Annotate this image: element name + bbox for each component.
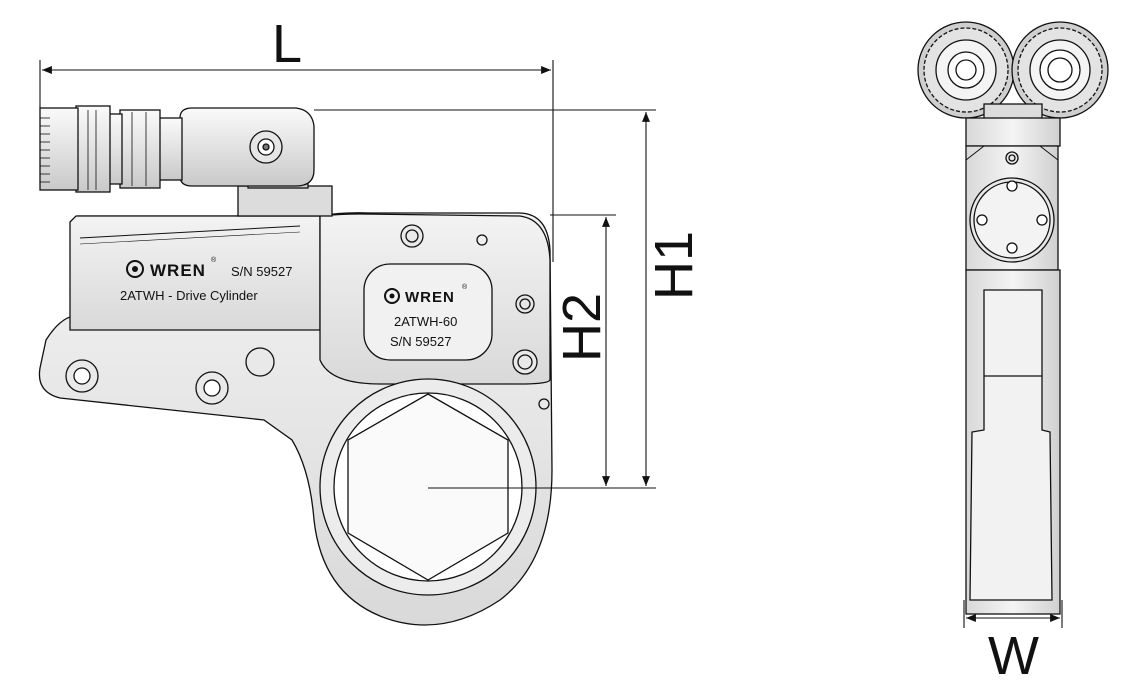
swivel-block bbox=[237, 185, 333, 217]
coupler-head-left bbox=[917, 21, 1015, 119]
wren-logo-icon bbox=[384, 288, 400, 304]
link-model: 2ATWH-60 bbox=[394, 314, 457, 329]
body-hole bbox=[476, 234, 488, 246]
coupler-knurl bbox=[40, 110, 147, 190]
cylinder-model: 2ATWH - Drive Cylinder bbox=[120, 288, 258, 303]
front-view bbox=[917, 21, 1109, 615]
swivel-base bbox=[965, 117, 1061, 147]
dim-label-h2: H2 bbox=[552, 293, 612, 362]
body-hole bbox=[512, 349, 538, 375]
dim-label-width: W bbox=[988, 626, 1039, 686]
dim-label-h1: H1 bbox=[644, 231, 704, 300]
cylinder-label: WREN ® S/N 59527 2ATWH - Drive Cylinder bbox=[120, 256, 292, 303]
link-registered: ® bbox=[462, 283, 468, 291]
hex-socket bbox=[347, 393, 509, 581]
body-hole bbox=[245, 347, 275, 377]
wren-logo-icon bbox=[126, 260, 144, 278]
body-hole bbox=[515, 294, 535, 314]
link-label-plate bbox=[363, 263, 493, 361]
dimension-lines bbox=[39, 60, 656, 489]
link-brand: WREN bbox=[405, 289, 455, 306]
body-hole bbox=[400, 224, 424, 248]
side-view bbox=[38, 105, 553, 626]
link-label: WREN ® 2ATWH-60 S/N 59527 bbox=[384, 283, 468, 349]
coupler-head-right bbox=[1011, 21, 1109, 119]
body-hole bbox=[538, 398, 550, 410]
link-serial: S/N 59527 bbox=[390, 334, 451, 349]
dimension-w bbox=[963, 600, 1063, 628]
dim-label-length: L bbox=[272, 14, 302, 74]
cylinder-brand: WREN bbox=[150, 261, 206, 280]
swivel-elbow bbox=[179, 107, 315, 187]
coupler-body bbox=[157, 117, 183, 181]
cylinder-serial: S/N 59527 bbox=[231, 264, 292, 279]
cylinder-registered: ® bbox=[211, 256, 217, 264]
